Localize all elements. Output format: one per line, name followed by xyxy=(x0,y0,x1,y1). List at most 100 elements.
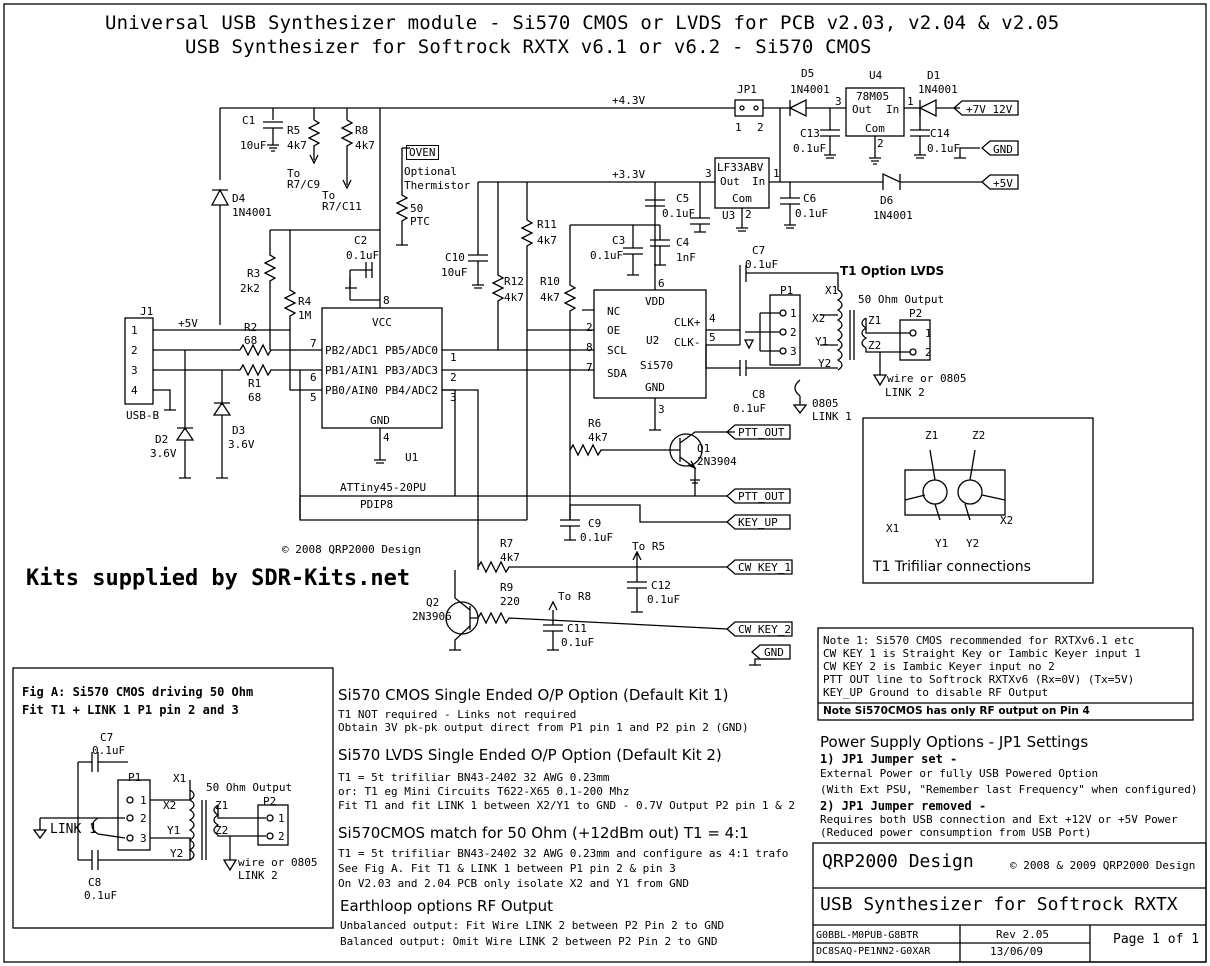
c14-cap xyxy=(910,108,930,159)
c10-cap xyxy=(468,182,488,285)
q1-label: Q1 xyxy=(697,442,711,455)
r12-value: 4k7 xyxy=(504,291,524,304)
u2-type: Si570 xyxy=(640,359,674,372)
r10-resistor xyxy=(563,225,577,520)
r8-to-label: To R7/C11 xyxy=(322,189,362,213)
figa-p1-label: P1 xyxy=(128,771,142,784)
j1-connector xyxy=(124,317,154,405)
r1-resistor xyxy=(239,363,322,377)
u1-pkg: PDIP8 xyxy=(360,498,394,511)
c2-value: 0.1uF xyxy=(346,249,380,262)
v5-input-label: +5V xyxy=(993,177,1013,190)
c13-label: C13 xyxy=(800,127,820,140)
d2-zener xyxy=(175,350,195,441)
u2-chip-outline xyxy=(593,289,707,399)
c7-cap xyxy=(739,265,815,345)
j1-pin1: 1 xyxy=(131,324,138,337)
figa-c8-value: 0.1uF xyxy=(84,889,118,902)
lvds-line2: or: T1 eg Mini Circuits T622-X65 0.1-200… xyxy=(338,785,630,798)
c4-value: 1nF xyxy=(676,251,696,264)
note-line2: CW KEY 1 is Straight Key or Iambic Keyer… xyxy=(823,647,1141,660)
d5-diode xyxy=(788,98,807,118)
c4-label: C4 xyxy=(676,236,690,249)
c13-value: 0.1uF xyxy=(793,142,827,155)
figa-p2-pin1: 1 xyxy=(278,812,285,825)
figa-link2: LINK 2 xyxy=(238,869,278,882)
tb-copyright: © 2008 & 2009 QRP2000 Design xyxy=(1010,859,1196,872)
tri-x1: X1 xyxy=(886,522,900,535)
jp1-pin1: 1 xyxy=(735,121,742,134)
tb-company: QRP2000 Design xyxy=(822,851,974,872)
u2-sda: SDA xyxy=(607,367,627,380)
note-line5: KEY_UP Ground to disable RF Output xyxy=(823,686,1049,699)
c12-label: C12 xyxy=(651,579,671,592)
c11-value: 0.1uF xyxy=(561,636,595,649)
trifiliar-core xyxy=(904,469,1006,516)
u1-pin8: 8 xyxy=(383,294,390,307)
rail-label-3v3: +3.3V xyxy=(612,168,646,181)
cmos-line1: T1 NOT required - Links not required xyxy=(338,708,577,721)
figa-c7-label: C7 xyxy=(100,731,114,744)
tri-x2: X2 xyxy=(1000,514,1014,527)
u2-nc: NC xyxy=(607,305,621,318)
u2-clkp: CLK+ xyxy=(674,316,701,329)
c9-value: 0.1uF xyxy=(580,531,614,544)
u3-in: In xyxy=(752,175,766,188)
t1-secondary xyxy=(861,317,868,349)
r1-value: 68 xyxy=(248,391,262,404)
u4-label: U4 xyxy=(869,69,883,82)
u1-pin5: 5 xyxy=(310,391,317,404)
u1-pin3: 3 xyxy=(450,391,457,404)
figa-p2 xyxy=(257,804,289,846)
ptt-out2-label: PTT_OUT xyxy=(738,490,785,503)
trifiliar-title: T1 Trifiliar connections xyxy=(873,559,1031,575)
c7-value: 0.1uF xyxy=(745,258,779,271)
key-up-label: KEY_UP xyxy=(738,516,778,529)
r5-label: R5 xyxy=(287,124,301,137)
r2-label: R2 xyxy=(244,321,258,334)
rail-label-5v: +5V xyxy=(178,317,198,330)
power-s2b: (Reduced power consumption from USB Port… xyxy=(820,826,1092,839)
d3-value: 3.6V xyxy=(228,438,255,451)
r4-value: 1M xyxy=(298,309,312,322)
r5-value: 4k7 xyxy=(287,139,307,152)
power-heading: Power Supply Options - JP1 Settings xyxy=(820,733,1089,751)
u1-pin7: 7 xyxy=(310,337,317,350)
d2-label: D2 xyxy=(155,433,169,446)
out50-label: 50 Ohm Output xyxy=(858,293,945,306)
u1-pb4: PB4/ADC2 xyxy=(385,384,438,397)
d1-label: D1 xyxy=(927,69,941,82)
u4-pin3: 3 xyxy=(835,95,842,108)
match-line1: T1 = 5t trifiliar BN43-2402 32 AWG 0.23m… xyxy=(338,847,789,860)
usbb-label: USB-B xyxy=(126,409,160,422)
c2-cap xyxy=(365,262,373,278)
lvds-heading: Si570 LVDS Single Ended O/P Option (Defa… xyxy=(338,746,722,764)
power-s2: 2) JP1 Jumper removed - xyxy=(820,799,987,813)
figa-wire0805: wire or 0805 xyxy=(238,856,318,869)
c5-cap xyxy=(645,182,665,280)
u1-pb5: PB5/ADC0 xyxy=(385,344,438,357)
p1-pin3: 3 xyxy=(790,345,797,358)
t1-primary xyxy=(836,289,843,371)
ptt-out1-shape xyxy=(726,424,791,440)
r5-to-label: To R7/C9 xyxy=(287,167,321,191)
r1-label: R1 xyxy=(248,377,262,390)
j1-pin3: 3 xyxy=(131,364,138,377)
r2-value: 68 xyxy=(244,334,258,347)
figa-p1-pin3: 3 xyxy=(140,832,147,845)
u3-type: LF33ABV xyxy=(717,161,764,174)
note-line3: CW KEY 2 is Iambic Keyer input no 2 xyxy=(823,660,1055,673)
r8-label: R8 xyxy=(355,124,369,137)
earth-line2: Balanced output: Omit Wire LINK 2 betwee… xyxy=(340,935,718,948)
d4-value: 1N4001 xyxy=(232,206,272,219)
figa-z1: Z1 xyxy=(215,799,229,812)
title-block xyxy=(812,842,1207,963)
link1-symbol xyxy=(792,379,808,415)
p2-pin2: 2 xyxy=(925,346,932,359)
figa-p2-pin2: 2 xyxy=(278,830,285,843)
figa-p1-pin2: 2 xyxy=(140,812,147,825)
note-line6: Note Si570CMOS has only RF output on Pin… xyxy=(823,705,1090,717)
u2-label: U2 xyxy=(646,334,660,347)
c1-cap xyxy=(263,121,283,145)
